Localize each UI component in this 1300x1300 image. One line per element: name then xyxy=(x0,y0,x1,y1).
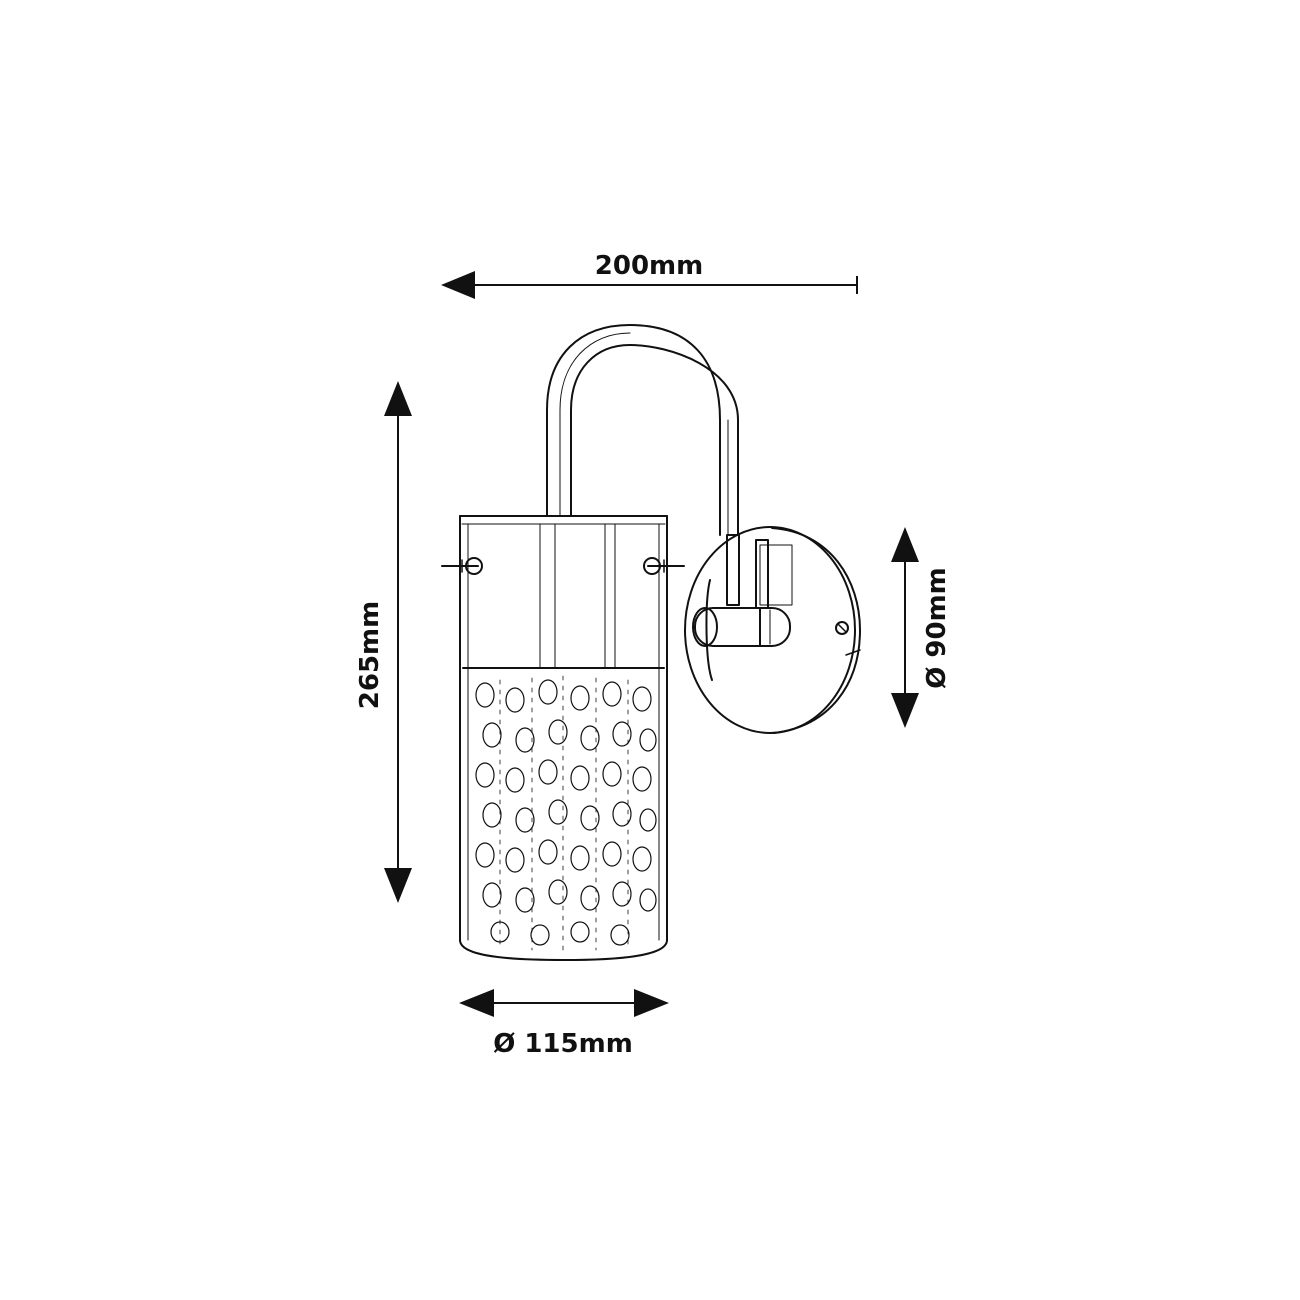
height-dimension: 265mm xyxy=(355,381,412,903)
width-label: 200mm xyxy=(595,251,703,281)
base-arrow-top xyxy=(891,527,919,562)
gooseneck-arm xyxy=(546,324,739,536)
width-arrow-left xyxy=(441,271,475,299)
crystal-pattern xyxy=(475,675,657,956)
shade-diameter-dimension: Ø 115mm xyxy=(459,989,669,1059)
mounting-screw xyxy=(835,621,849,635)
height-label: 265mm xyxy=(355,601,385,709)
glass-shade xyxy=(441,515,685,961)
base-diameter-dimension: Ø 90mm xyxy=(891,527,952,728)
shade-arrow-left xyxy=(459,989,494,1017)
base-diameter-label: Ø 90mm xyxy=(922,567,952,689)
height-arrow-bottom xyxy=(384,868,412,903)
shade-diameter-label: Ø 115mm xyxy=(493,1029,633,1059)
base-arrow-bottom xyxy=(891,693,919,728)
shade-arrow-right xyxy=(634,989,669,1017)
wall-mounting-plate xyxy=(684,526,861,734)
wall-lamp-illustration xyxy=(441,324,861,961)
height-arrow-top xyxy=(384,381,412,416)
width-dimension: 200mm xyxy=(441,251,858,299)
